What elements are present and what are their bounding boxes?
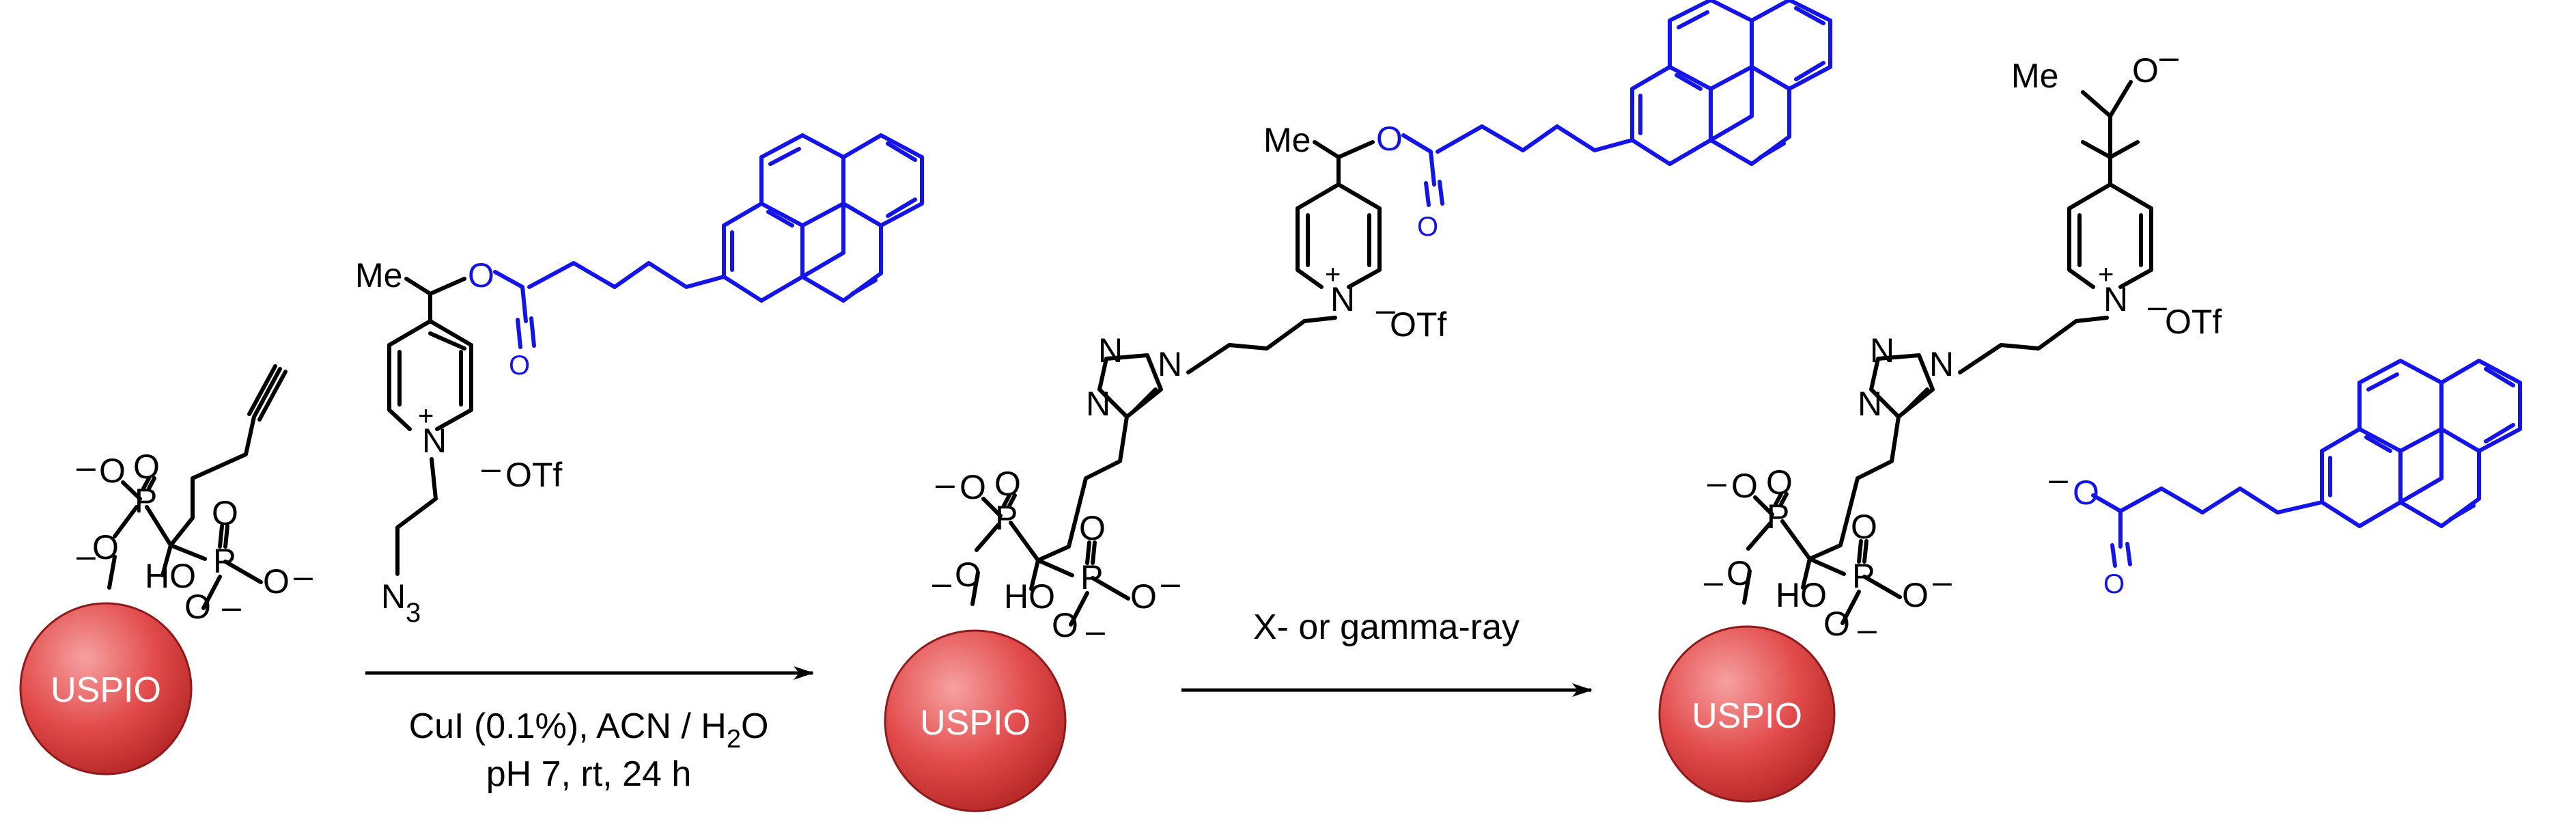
negative-charge: – (2148, 287, 2167, 325)
oxygen-atom: O (1766, 463, 1793, 502)
phosphorus-atom: P (1080, 558, 1103, 596)
oxygen-atom: O (1417, 212, 1438, 242)
oxygen-atom: O (509, 351, 530, 381)
pyridinium-ring (2067, 140, 2153, 289)
oxygen-atom: O (1823, 605, 1850, 643)
phosphorus-atom: P (995, 499, 1018, 537)
methyl-group: Me (1263, 121, 1311, 159)
pyrene-butanoate (493, 133, 924, 349)
conditions-line-1: CuI (0.1%), ACN / H2O (409, 706, 769, 754)
hydroxyl-group: HO (1776, 576, 1827, 614)
oxygen-atom: O (1851, 508, 1877, 546)
nitrogen-atom: N (1086, 385, 1110, 423)
oxygen-atom: O (1902, 576, 1929, 614)
oxygen-atom: O (133, 448, 160, 486)
uspio-nanoparticle (1658, 625, 1836, 803)
negative-charge: – (1933, 562, 1952, 601)
reaction-arrow-1: CuI (0.1%), ACN / H2O pH 7, rt, 24 h (365, 666, 814, 794)
oxygen-atom: O (1731, 467, 1758, 505)
hydroxyl-group: HO (145, 557, 196, 595)
hydroxyl-group: HO (1004, 577, 1055, 616)
negative-charge: – (932, 564, 951, 602)
oxygen-atom: O (1726, 554, 1753, 592)
starting-nanoparticle: P P O O O O O O HO – – – – USPIO (19, 364, 313, 775)
oxygen-atom: O (212, 494, 238, 532)
negative-charge: – (294, 557, 313, 595)
nitrogen-atom: N (422, 422, 447, 460)
methyl-group: Me (2011, 57, 2058, 95)
bisphosphonate-alkyne (107, 364, 288, 610)
conjugate-bonds (970, 319, 1306, 627)
azide-reagent: Me O N + – OTf N 3 O (355, 133, 924, 628)
pyridinium-ring (1296, 140, 1382, 289)
nitrogen-atom: N (1330, 280, 1355, 318)
pyrene-butanoate (1401, 0, 1832, 207)
oxygen-atom: O (92, 528, 119, 566)
methyl-group: Me (355, 256, 402, 294)
nitrogen-atom: N (1858, 385, 1882, 423)
uspio-nanoparticle (884, 629, 1067, 812)
oxygen-atom: O (2073, 473, 2099, 512)
released-pyrene-butanoate: O O – (2049, 359, 2522, 599)
oxygen-atom: O (1052, 606, 1078, 644)
oxygen-atom: O (99, 452, 126, 490)
uspio-label: USPIO (920, 703, 1031, 743)
oxygen-atom: O (955, 555, 981, 594)
negative-charge: – (1704, 562, 1723, 601)
pyridinium-ring (387, 277, 473, 431)
uspio-nanoparticle (19, 602, 193, 775)
negative-charge: – (1707, 463, 1726, 502)
positive-charge: + (2098, 260, 2114, 290)
conjugate-nanoparticle: Me O N + – OTf N N N O P P O O O O O O H… (884, 0, 1832, 812)
negative-charge: – (222, 588, 241, 626)
triflate-counterion: OTf (1390, 305, 1446, 344)
phosphorus-atom: P (213, 542, 236, 580)
oxygen-atom: O (1130, 577, 1157, 616)
negative-charge: – (2159, 38, 2179, 76)
negative-charge: – (1858, 610, 1877, 648)
phosphorus-atom: P (135, 482, 157, 520)
oxygen-atom: O (263, 562, 290, 601)
negative-charge: – (76, 448, 96, 486)
negative-charge: – (76, 536, 96, 575)
oxygen-atom: O (2103, 569, 2125, 599)
nitrogen-atom: N (1870, 331, 1894, 370)
positive-charge: + (1325, 260, 1341, 290)
negative-charge: – (1161, 564, 1180, 602)
negative-charge: – (1376, 290, 1395, 329)
azide-group: N (381, 577, 406, 616)
triflate-counterion: OTf (2165, 303, 2222, 341)
oxygen-atom: O (1079, 509, 1106, 547)
conditions-line-2: pH 7, rt, 24 h (486, 754, 692, 794)
phosphorus-atom: P (1852, 557, 1875, 595)
negative-charge: – (481, 449, 501, 487)
negative-charge: – (2049, 460, 2068, 498)
uspio-label: USPIO (51, 670, 161, 710)
reaction-arrow-2: X- or gamma-ray (1181, 607, 1593, 697)
triflate-counterion: OTf (505, 456, 562, 494)
phosphorus-atom: P (1767, 497, 1789, 536)
oxygen-atom: O (2132, 51, 2159, 90)
azide-subscript: 3 (406, 598, 421, 628)
product-nanoparticle: Me O – N + – OTf N N N P P O O O O O O H… (1658, 38, 2222, 803)
nitrogen-atom: N (1098, 331, 1123, 370)
nitrogen-atom: N (1158, 345, 1182, 383)
oxygen-atom: O (468, 256, 494, 294)
nitrogen-atom: N (2103, 280, 2128, 318)
negative-charge: – (936, 465, 955, 503)
oxygen-atom: O (1376, 120, 1403, 158)
positive-charge: + (418, 401, 434, 431)
oxygen-atom: O (184, 588, 211, 626)
oxygen-atom: O (994, 465, 1021, 503)
negative-charge: – (1086, 612, 1105, 650)
irradiation-conditions: X- or gamma-ray (1253, 607, 1520, 647)
uspio-label: USPIO (1692, 696, 1802, 736)
product-bonds (1742, 319, 2078, 625)
oxygen-atom: O (960, 468, 986, 506)
nitrogen-atom: N (1929, 345, 1954, 383)
